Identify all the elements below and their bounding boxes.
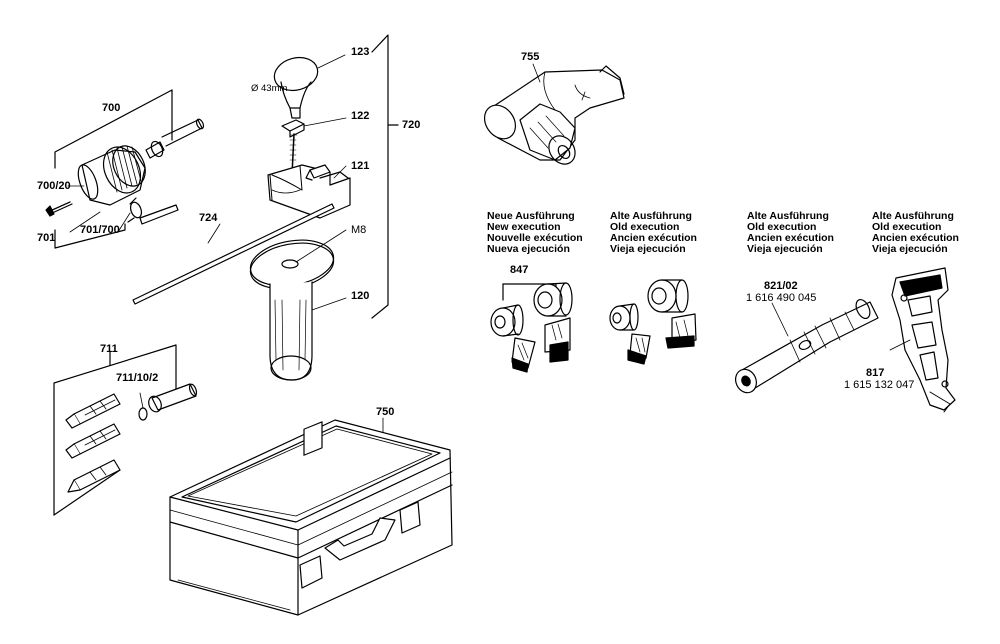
spindle-821-02 [735, 298, 879, 394]
label-700: 700 [102, 102, 121, 114]
label-724: 724 [199, 212, 218, 224]
label-701-700: 701/700 [80, 224, 120, 236]
header-line-de: Alte Ausführung [610, 210, 692, 222]
ring-711-10-2 [138, 392, 148, 421]
label-817: 817 [866, 367, 885, 379]
label-diameter: Ø 43mm [251, 83, 288, 94]
depth-rod-724 [132, 203, 335, 305]
header-old-execution-3: Alte Ausführung Old execution Ancien exé… [872, 211, 959, 255]
bracket-701 [54, 223, 126, 249]
label-711-10-2: 711/10/2 [116, 372, 159, 384]
bracket-720 [371, 34, 399, 319]
label-M8: M8 [351, 224, 367, 236]
label-700-20: 700/20 [37, 180, 71, 192]
header-line-es: Vieja ejecución [872, 243, 948, 255]
header-line-fr: Ancien exécution [747, 232, 834, 244]
header-old-execution-2: Alte Ausführung Old execution Ancien exé… [747, 211, 834, 255]
side-handle-120 [249, 229, 347, 381]
header-line-fr: Nouvelle exécution [487, 232, 583, 244]
angle-attachment-755 [483, 63, 625, 165]
header-line-es: Vieja ejecución [610, 243, 686, 255]
brush-holders-old [609, 279, 697, 365]
header-line-fr: Ancien exécution [610, 232, 697, 244]
label-750: 750 [376, 406, 395, 418]
header-line-en: Old execution [747, 221, 817, 233]
header-line-es: Vieja ejecución [747, 243, 823, 255]
label-755: 755 [521, 51, 540, 63]
carrying-case-750 [169, 417, 453, 616]
label-821-02-number: 1 616 490 045 [746, 292, 817, 304]
screwdriver-bits-711 [65, 393, 121, 493]
header-line-en: New execution [487, 221, 561, 233]
header-new-execution: Neue Ausführung New execution Nouvelle e… [487, 211, 583, 255]
screw-700-20 [45, 201, 73, 217]
label-817-number: 1 615 132 047 [844, 379, 915, 391]
label-123: 123 [351, 46, 370, 58]
header-line-de: Neue Ausführung [487, 210, 575, 222]
header-line-de: Alte Ausführung [872, 210, 954, 222]
label-120: 120 [351, 290, 370, 302]
header-line-de: Alte Ausführung [747, 210, 829, 222]
label-121: 121 [351, 160, 370, 172]
label-122: 122 [351, 110, 370, 122]
clamp-band-123 [273, 54, 346, 119]
label-821-02: 821/02 [764, 280, 798, 292]
bit-holder [148, 383, 198, 413]
header-old-execution-1: Alte Ausführung Old execution Ancien exé… [610, 211, 697, 255]
clamp-piece-122 [281, 117, 347, 176]
header-line-en: Old execution [610, 221, 680, 233]
drill-chuck-700 [77, 118, 205, 206]
brush-holders-new [490, 282, 573, 373]
header-line-en: Old execution [872, 221, 942, 233]
header-line-fr: Ancien exécution [872, 232, 959, 244]
label-847: 847 [510, 264, 529, 276]
handle-half-817 [889, 267, 956, 413]
bracket-711 [53, 344, 177, 516]
label-701: 701 [37, 232, 56, 244]
header-line-es: Nueva ejecución [487, 243, 570, 255]
label-720: 720 [402, 119, 421, 131]
handle-holder-121 [267, 164, 351, 219]
label-711: 711 [100, 343, 118, 355]
chuck-key-701 [127, 197, 179, 225]
